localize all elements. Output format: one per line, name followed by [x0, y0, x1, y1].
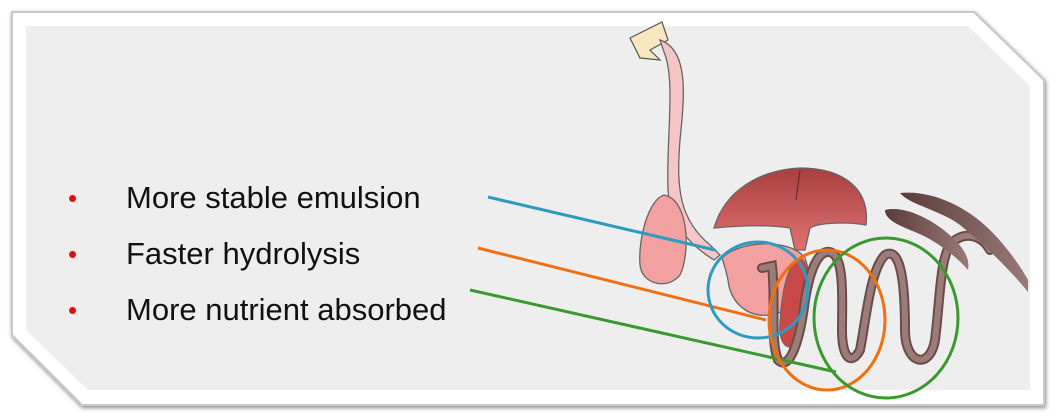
beak-icon: [629, 21, 669, 61]
bullet-list: • More stable emulsion • Faster hydrolysis…: [62, 178, 447, 346]
bullet-text: More stable emulsion: [126, 180, 421, 215]
bullet-item: • More nutrient absorbed: [62, 290, 447, 346]
bullet-icon: •: [68, 239, 78, 269]
bullet-item: • Faster hydrolysis: [62, 234, 447, 290]
blue-callout-line: [487, 195, 716, 252]
orange-callout-circle: [767, 248, 887, 392]
caeca: [900, 192, 1028, 292]
liver: [713, 167, 868, 251]
green-callout-circle: [812, 236, 960, 400]
bullet-icon: •: [68, 183, 78, 213]
orange-callout-line: [477, 246, 767, 322]
blue-callout-circle: [706, 240, 810, 340]
bullet-icon: •: [68, 295, 78, 325]
green-callout-line: [469, 288, 837, 374]
bullet-item: • More stable emulsion: [62, 178, 447, 234]
bullet-text: More nutrient absorbed: [126, 292, 447, 327]
bullet-text: Faster hydrolysis: [126, 236, 361, 271]
